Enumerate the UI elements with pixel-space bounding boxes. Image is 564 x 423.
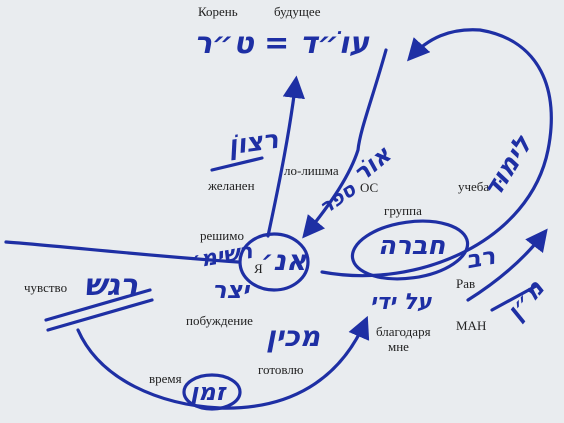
label-zhelanen: желанен xyxy=(208,178,255,193)
hebrew-regesh: רגש xyxy=(84,268,138,303)
label-reshimo: решимо xyxy=(200,228,244,243)
label-ya: Я xyxy=(254,261,263,276)
label-mne: мне xyxy=(388,339,409,354)
label-lo-lishma: ло-лишма xyxy=(284,163,339,178)
label-os: ОС xyxy=(360,180,379,195)
arrow-feeling-to-group xyxy=(76,315,370,410)
arrow-from-os xyxy=(302,48,388,239)
label-gotovlyu: готовлю xyxy=(258,362,304,377)
label-koren: Корень xyxy=(198,4,238,19)
ego-ellipse xyxy=(238,232,310,292)
hebrew-rav: רב xyxy=(463,241,498,275)
group-ellipse xyxy=(350,219,470,281)
ratzon-underline xyxy=(210,156,264,172)
hebrew-ani: אנ׳ xyxy=(261,244,307,277)
man-underline xyxy=(490,284,538,312)
hebrew-top-formula: עוֹ״ד = ט״ר xyxy=(194,26,369,61)
arrow-to-root xyxy=(266,75,305,238)
left-line xyxy=(4,240,240,264)
hebrew-yetzer: יצר xyxy=(212,276,250,304)
arrow-man xyxy=(466,228,548,302)
label-man: МАН xyxy=(456,318,487,333)
hebrew-zman: זמן xyxy=(190,378,226,406)
label-ucheba: учеба xyxy=(458,179,490,194)
regesh-underline-1 xyxy=(44,288,152,322)
regesh-underline-2 xyxy=(46,298,154,332)
label-pobuzhdenie: побуждение xyxy=(186,313,253,328)
label-vremya: время xyxy=(149,371,182,386)
hebrew-chevra: חברה xyxy=(378,231,446,261)
label-rav: Рав xyxy=(456,276,476,291)
label-chuvstvo: чувство xyxy=(24,280,68,295)
hebrew-al-yadai: על ידי xyxy=(370,290,432,315)
hebrew-mechin: מכין xyxy=(266,320,320,353)
label-blagodarya: благодаря xyxy=(376,324,431,339)
arrow-group-loop xyxy=(320,28,553,278)
label-gruppa: группа xyxy=(384,203,422,218)
label-budushchee: будущее xyxy=(274,4,321,19)
